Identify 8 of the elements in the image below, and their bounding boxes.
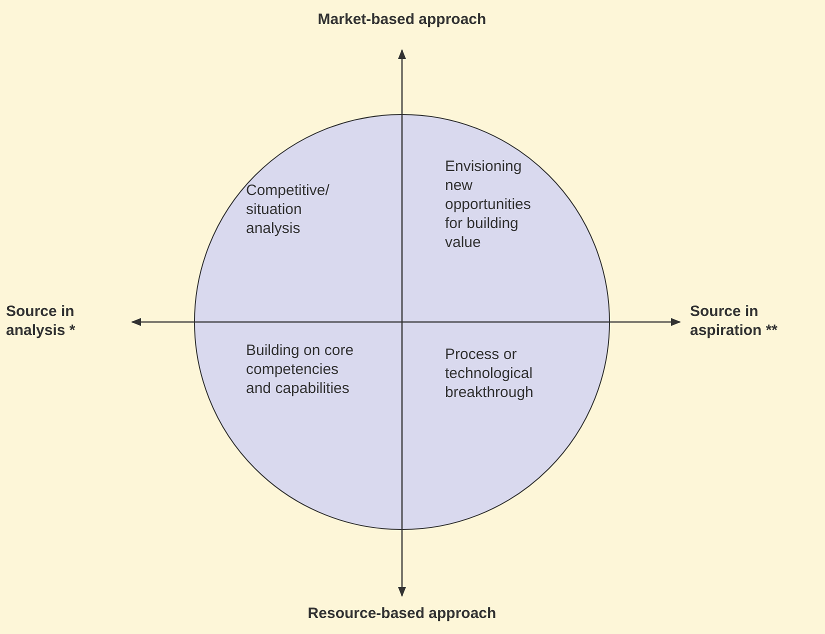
axis-label: Market-based approach xyxy=(316,10,488,29)
quadrant-text: Building on core competencies and capabilities xyxy=(246,341,355,398)
quadrant-text: Process or technological breakthrough xyxy=(445,345,534,402)
axis-label: Source in analysis * xyxy=(6,302,76,340)
quadrant-text: Competitive/ situation analysis xyxy=(246,181,330,238)
axis-label: Resource-based approach xyxy=(306,604,498,623)
axis-label: Source in aspiration ** xyxy=(690,302,779,340)
quadrant-text: Envisioning new opportunities for building value xyxy=(445,157,532,252)
